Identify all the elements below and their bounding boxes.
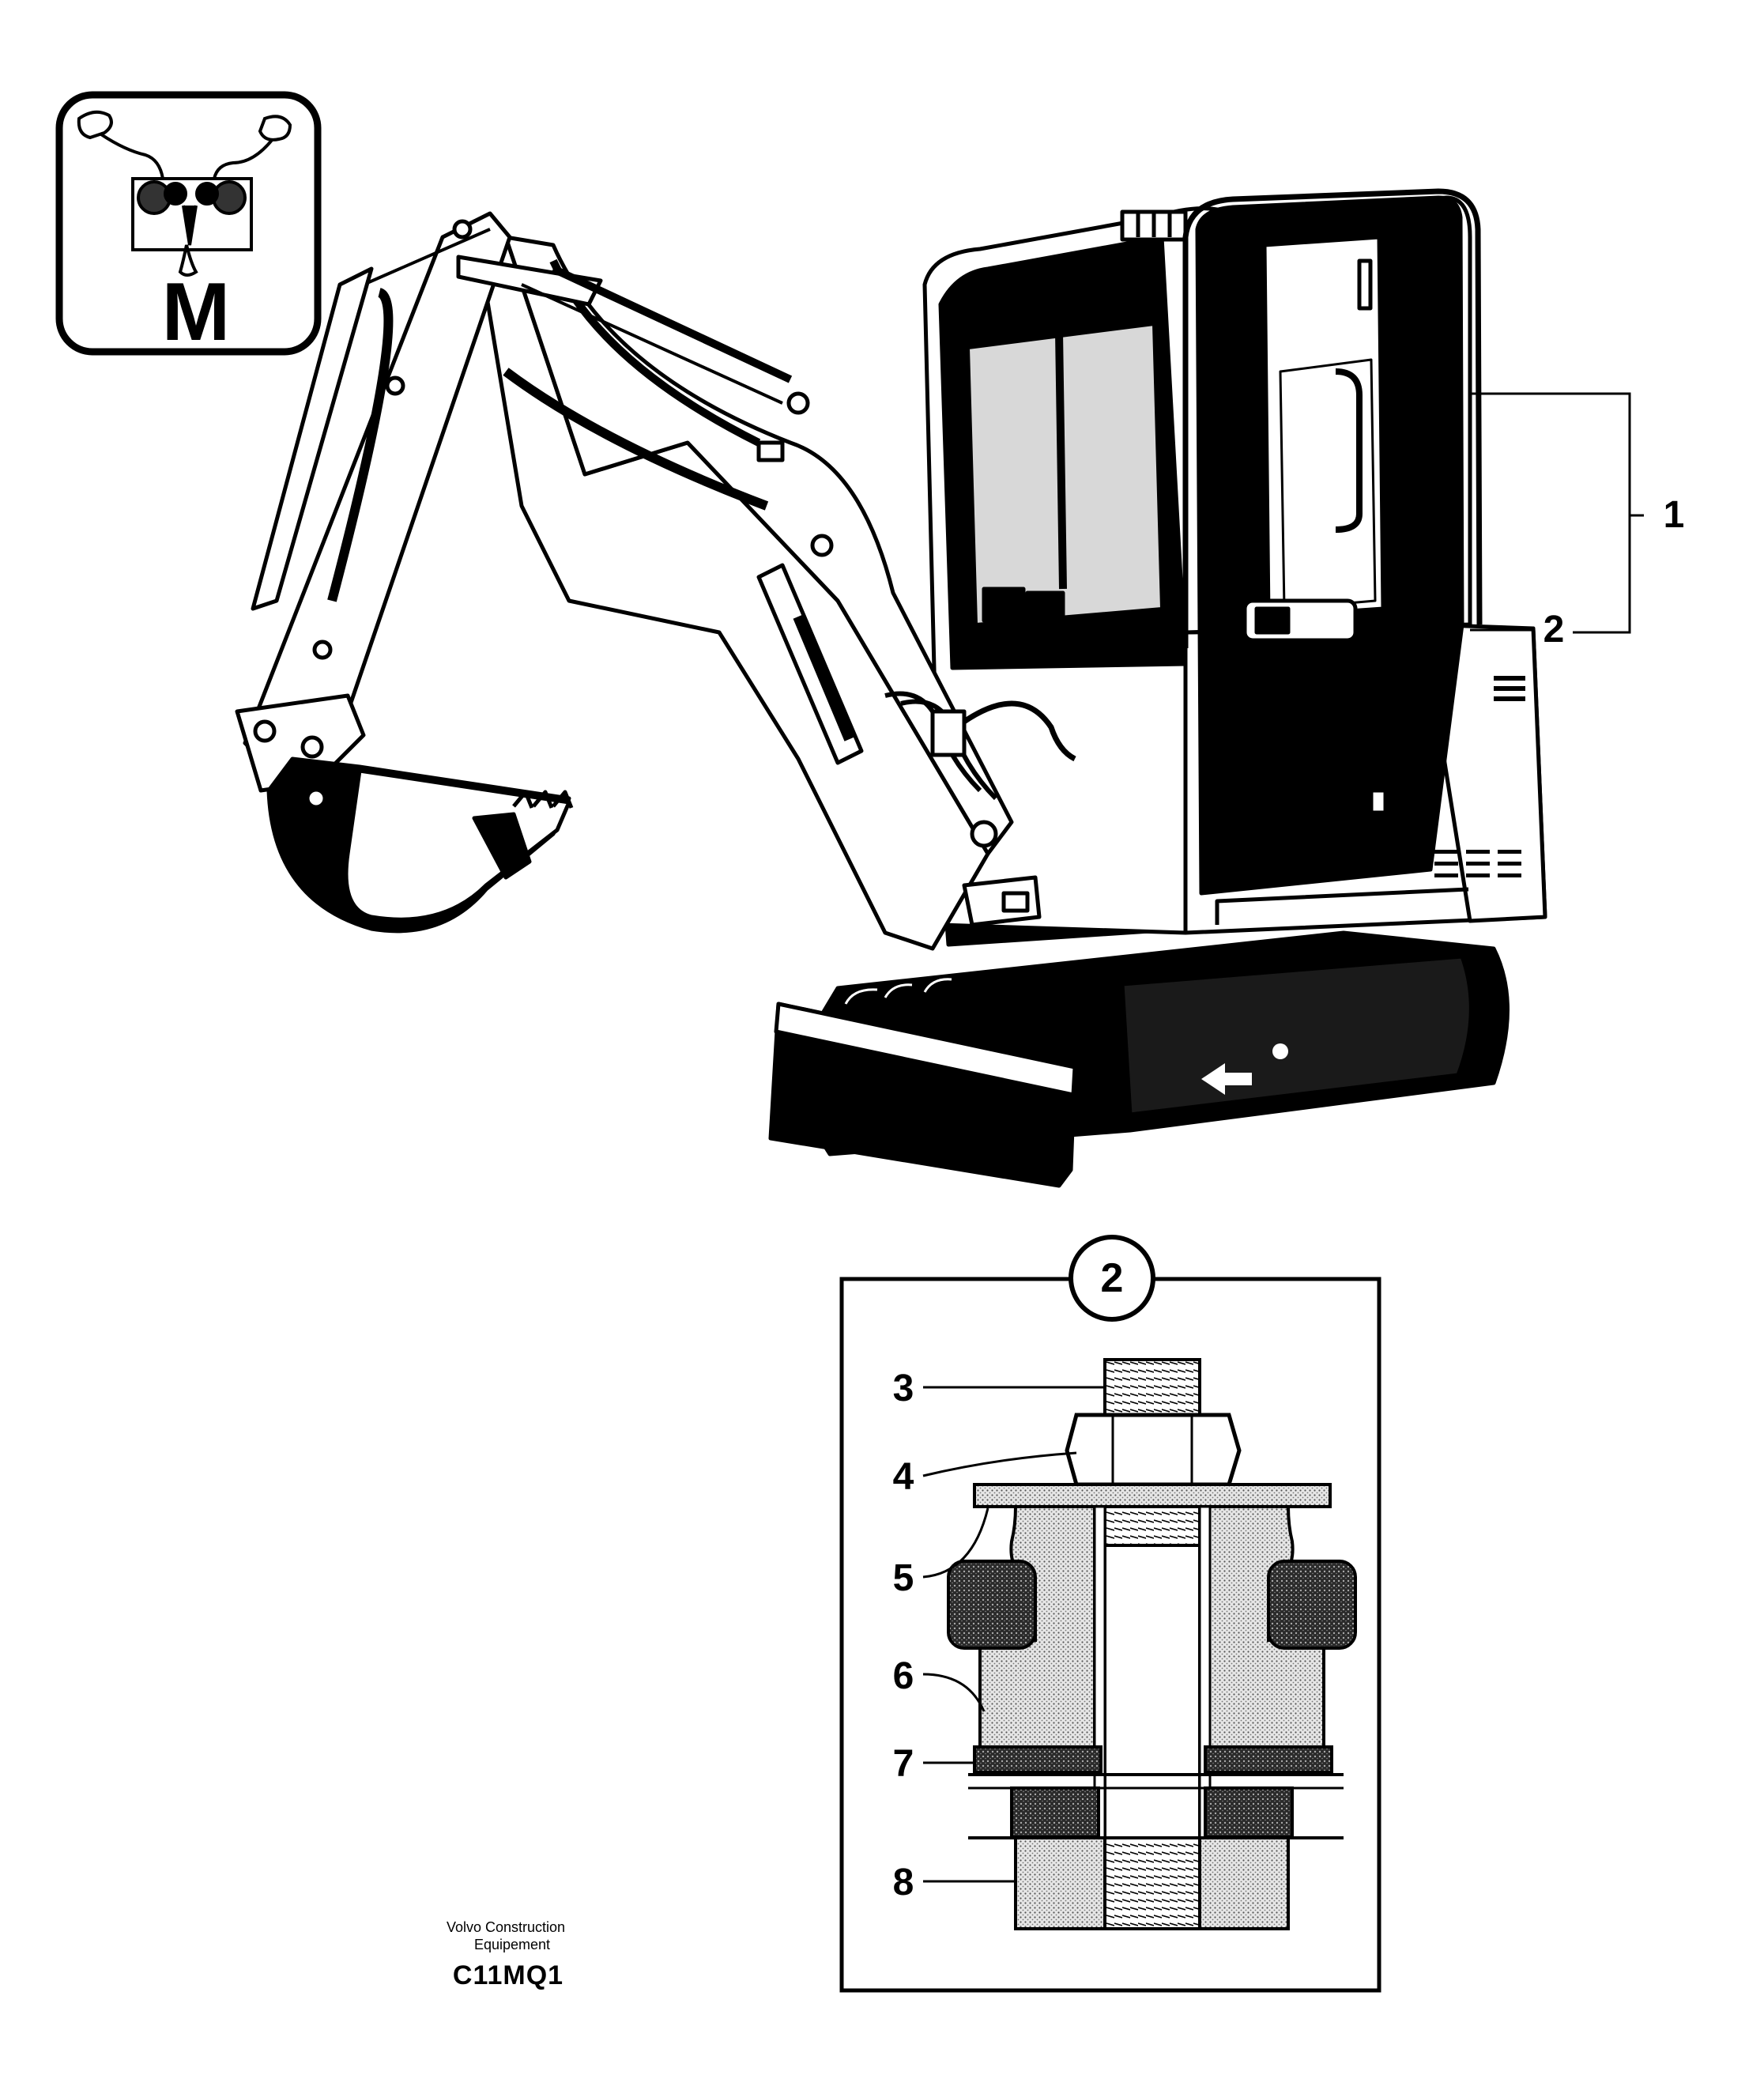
drawing-code: C11MQ1 <box>453 1960 564 1990</box>
callout-2: 2 <box>1544 609 1565 651</box>
callout-3: 3 <box>893 1368 914 1409</box>
nut <box>1065 1413 1242 1487</box>
callout-8: 8 <box>893 1862 914 1903</box>
badge-letter: M <box>162 266 231 358</box>
credit-block: Volvo Construction Equipement C11MQ1 <box>447 1919 565 1990</box>
credit-line1: Volvo Construction <box>447 1919 565 1935</box>
detail-marker-circle <box>1069 1235 1155 1322</box>
detail-view: 2 <box>839 1235 1381 1993</box>
callout-leaders-main <box>1470 392 1644 634</box>
arm <box>235 211 793 793</box>
control-pattern-badge: M <box>55 91 322 358</box>
rubber-cushion-left <box>947 1560 1037 1650</box>
joystick-icon <box>77 110 292 277</box>
bottom-washer <box>973 1745 1102 1774</box>
callout-5: 5 <box>893 1557 914 1599</box>
credit-line2: Equipement <box>474 1937 550 1952</box>
callout-1: 1 <box>1664 494 1685 536</box>
direction-arrow-icon <box>1201 1063 1252 1095</box>
callout-4: 4 <box>893 1456 914 1498</box>
callout-6: 6 <box>893 1655 914 1697</box>
detail-leaders <box>922 1386 1105 1883</box>
detail-marker-label: 2 <box>1101 1255 1124 1301</box>
excavator-illustration <box>235 188 1547 1188</box>
boom <box>472 219 1076 951</box>
rubber-cushion-right <box>1267 1560 1357 1650</box>
top-washer <box>973 1483 1332 1508</box>
callout-7: 7 <box>893 1743 914 1785</box>
bucket <box>266 735 574 934</box>
